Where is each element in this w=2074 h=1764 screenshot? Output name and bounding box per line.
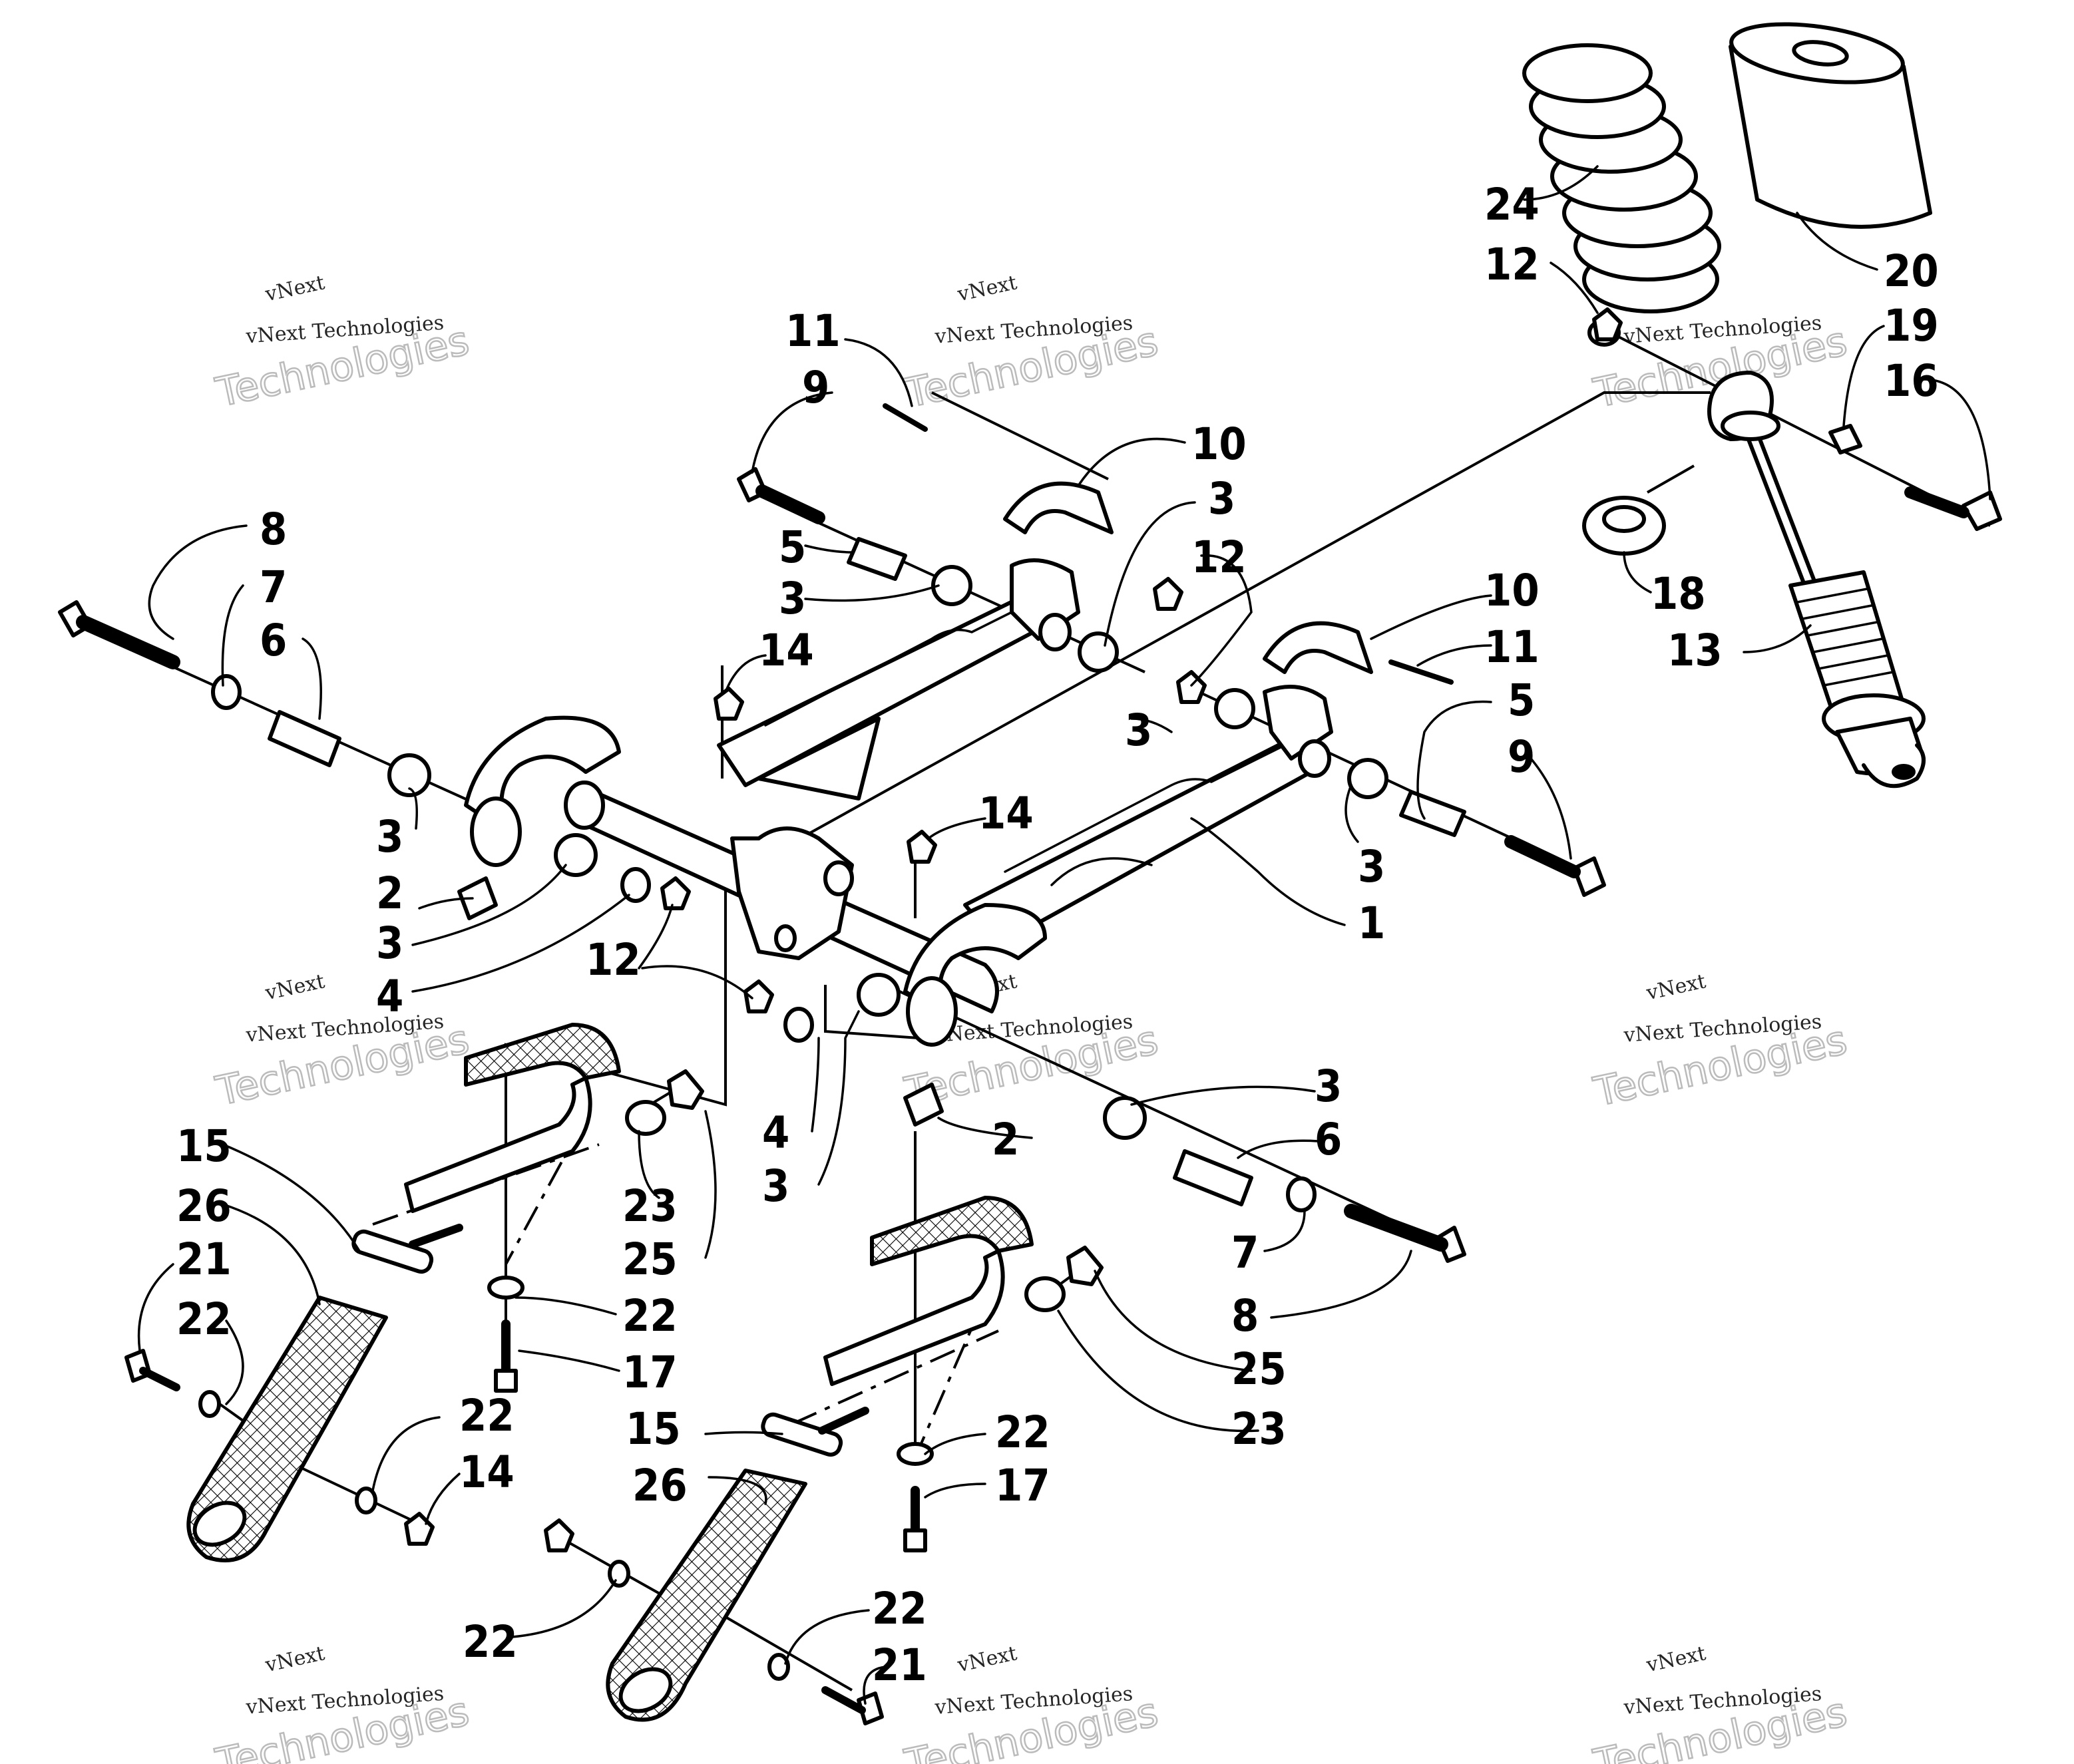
callout-23: 23 bbox=[1231, 1403, 1287, 1455]
callout-8: 8 bbox=[1231, 1290, 1259, 1341]
callout-1: 1 bbox=[1358, 898, 1385, 949]
callout-22: 22 bbox=[463, 1616, 518, 1668]
washer-axis bbox=[1647, 464, 1695, 494]
callout-17: 17 bbox=[622, 1347, 678, 1398]
callout-12: 12 bbox=[1484, 239, 1540, 290]
watermark-bottom-center: vNext vNext Technologies Technologies bbox=[900, 1642, 1163, 1764]
watermark-line1: vNext bbox=[263, 1642, 327, 1677]
callout-3: 3 bbox=[1125, 705, 1152, 756]
watermark-line1: vNext bbox=[1644, 1642, 1708, 1677]
watermark-mid-right: vNext vNext Technologies Technologies bbox=[1589, 970, 1852, 1117]
callout-7: 7 bbox=[260, 562, 287, 613]
callout-10: 10 bbox=[1191, 419, 1247, 470]
callout-22: 22 bbox=[872, 1583, 927, 1634]
callout-25: 25 bbox=[1231, 1343, 1287, 1395]
callout-13: 13 bbox=[1667, 625, 1723, 676]
callout-11: 11 bbox=[1484, 621, 1540, 673]
strap-dash-right-2 bbox=[914, 1297, 986, 1458]
rubber-bumper bbox=[1729, 22, 1932, 229]
cotter-pin-axis bbox=[931, 391, 1109, 480]
callout-3: 3 bbox=[376, 918, 403, 969]
limiter-straps bbox=[404, 1023, 1034, 1386]
callout-16: 16 bbox=[1884, 355, 1939, 407]
watermark-line1: vNext bbox=[955, 1642, 1019, 1677]
callout-22: 22 bbox=[995, 1407, 1050, 1458]
callout-6: 6 bbox=[260, 615, 287, 666]
callout-8: 8 bbox=[260, 504, 287, 555]
coil-spring bbox=[1522, 43, 1721, 313]
callout-3: 3 bbox=[762, 1160, 789, 1212]
callout-9: 9 bbox=[1508, 731, 1535, 783]
callout-15: 15 bbox=[626, 1403, 681, 1455]
callout-3: 3 bbox=[1208, 473, 1235, 524]
callout-22: 22 bbox=[622, 1290, 678, 1341]
callout-24: 24 bbox=[1484, 179, 1540, 230]
watermark-line1: vNext bbox=[1644, 970, 1708, 1005]
watermark-line1: vNext bbox=[263, 970, 327, 1005]
callout-15: 15 bbox=[176, 1121, 232, 1172]
shock-mount-axis bbox=[751, 391, 1711, 866]
callout-5: 5 bbox=[779, 522, 806, 573]
watermark-bottom-right: vNext vNext Technologies Technologies bbox=[1589, 1642, 1852, 1764]
shock-absorber bbox=[1707, 371, 1926, 789]
callout-18: 18 bbox=[1651, 568, 1706, 619]
hardware bbox=[58, 307, 1623, 1725]
callout-22: 22 bbox=[176, 1294, 232, 1345]
callout-26: 26 bbox=[632, 1460, 688, 1511]
strap-dash-left-2 bbox=[505, 1117, 587, 1265]
callout-2: 2 bbox=[992, 1114, 1019, 1165]
bracket-axis-center bbox=[824, 985, 919, 1039]
callout-9: 9 bbox=[802, 362, 829, 413]
callout-12: 12 bbox=[1191, 532, 1247, 583]
callout-2: 2 bbox=[376, 868, 403, 919]
spring-retainer bbox=[1582, 496, 1666, 556]
callout-11: 11 bbox=[785, 305, 841, 357]
main-frame bbox=[464, 558, 1333, 1047]
right-pivot-axis bbox=[885, 983, 1445, 1246]
callout-19: 19 bbox=[1884, 300, 1939, 351]
callout-20: 20 bbox=[1884, 246, 1939, 297]
watermark-top-left: vNext vNext Technologies Technologies bbox=[211, 271, 474, 417]
shock-hardware bbox=[1587, 319, 2002, 531]
callout-14: 14 bbox=[459, 1447, 515, 1498]
watermark-mid-left: vNext vNext Technologies Technologies bbox=[211, 970, 474, 1116]
limiter-arms bbox=[186, 1296, 807, 1722]
callout-4: 4 bbox=[762, 1107, 789, 1158]
callout-3: 3 bbox=[1315, 1061, 1342, 1112]
watermark-bottom-left: vNext vNext Technologies Technologies bbox=[211, 1642, 474, 1764]
callout-10: 10 bbox=[1484, 565, 1540, 616]
callout-25: 25 bbox=[622, 1234, 678, 1285]
watermark-line1: vNext bbox=[955, 271, 1019, 306]
callout-14: 14 bbox=[978, 788, 1034, 839]
callout-23: 23 bbox=[622, 1180, 678, 1232]
callout-7: 7 bbox=[1231, 1227, 1259, 1278]
callout-3: 3 bbox=[779, 573, 806, 624]
callout-5: 5 bbox=[1508, 675, 1535, 726]
callout-14: 14 bbox=[759, 625, 814, 676]
callout-21: 21 bbox=[872, 1640, 927, 1691]
callout-22: 22 bbox=[459, 1390, 515, 1441]
callout-26: 26 bbox=[176, 1180, 232, 1232]
callout-4: 4 bbox=[376, 971, 403, 1022]
callout-21: 21 bbox=[176, 1234, 232, 1285]
callout-17: 17 bbox=[995, 1460, 1050, 1511]
strap-pins bbox=[351, 1224, 869, 1457]
callout-6: 6 bbox=[1315, 1114, 1342, 1165]
callout-3: 3 bbox=[1358, 841, 1385, 892]
callout-3: 3 bbox=[376, 811, 403, 862]
leader-lines bbox=[137, 165, 1991, 1705]
callout-12: 12 bbox=[586, 934, 641, 985]
watermark-line1: vNext bbox=[263, 271, 327, 306]
callouts: 8 7 6 3 2 3 4 12 11 9 5 3 14 10 3 12 3 1… bbox=[176, 179, 1939, 1691]
